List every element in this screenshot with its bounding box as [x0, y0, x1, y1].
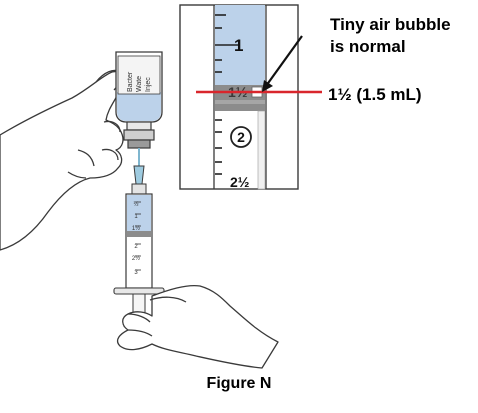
zoom-tick-label: 2½ [230, 174, 250, 190]
vial-label-line: Bacter [127, 71, 134, 92]
zoom-tick-label: 1 [234, 36, 243, 55]
syringe-tick-label: 1½ [132, 225, 140, 232]
magnifier-box-icon [179, 4, 299, 190]
figure-caption: Figure N [206, 375, 272, 392]
vial-label-line: Wate [136, 76, 143, 92]
air-bubble-callout: Tiny air bubble is normal [330, 14, 478, 58]
syringe-tick-label: 1 [134, 214, 138, 220]
syringe-tick-label: 2½ [132, 255, 140, 262]
vial-icon [115, 51, 163, 149]
measurement-label: 1½ (1.5 mL) [328, 85, 422, 104]
callout-arrow [262, 35, 303, 92]
callout-line-2: is normal [330, 37, 406, 56]
zoom-tick-label: 2 [237, 129, 245, 145]
syringe-tick-label: 3 [134, 270, 138, 276]
syringe-tick-label: ½ [133, 201, 138, 208]
vial-label-line: Injec [145, 77, 152, 92]
callout-line-1: Tiny air bubble [330, 15, 451, 34]
hand-left-icon [0, 69, 124, 251]
hand-right-icon [116, 284, 279, 369]
syringe-scale: ½ 1 1½ 2 2½ 3 [132, 201, 140, 276]
vial-label: Bacter Wate Injec [127, 71, 152, 92]
syringe-tick-label: 2 [134, 244, 138, 250]
